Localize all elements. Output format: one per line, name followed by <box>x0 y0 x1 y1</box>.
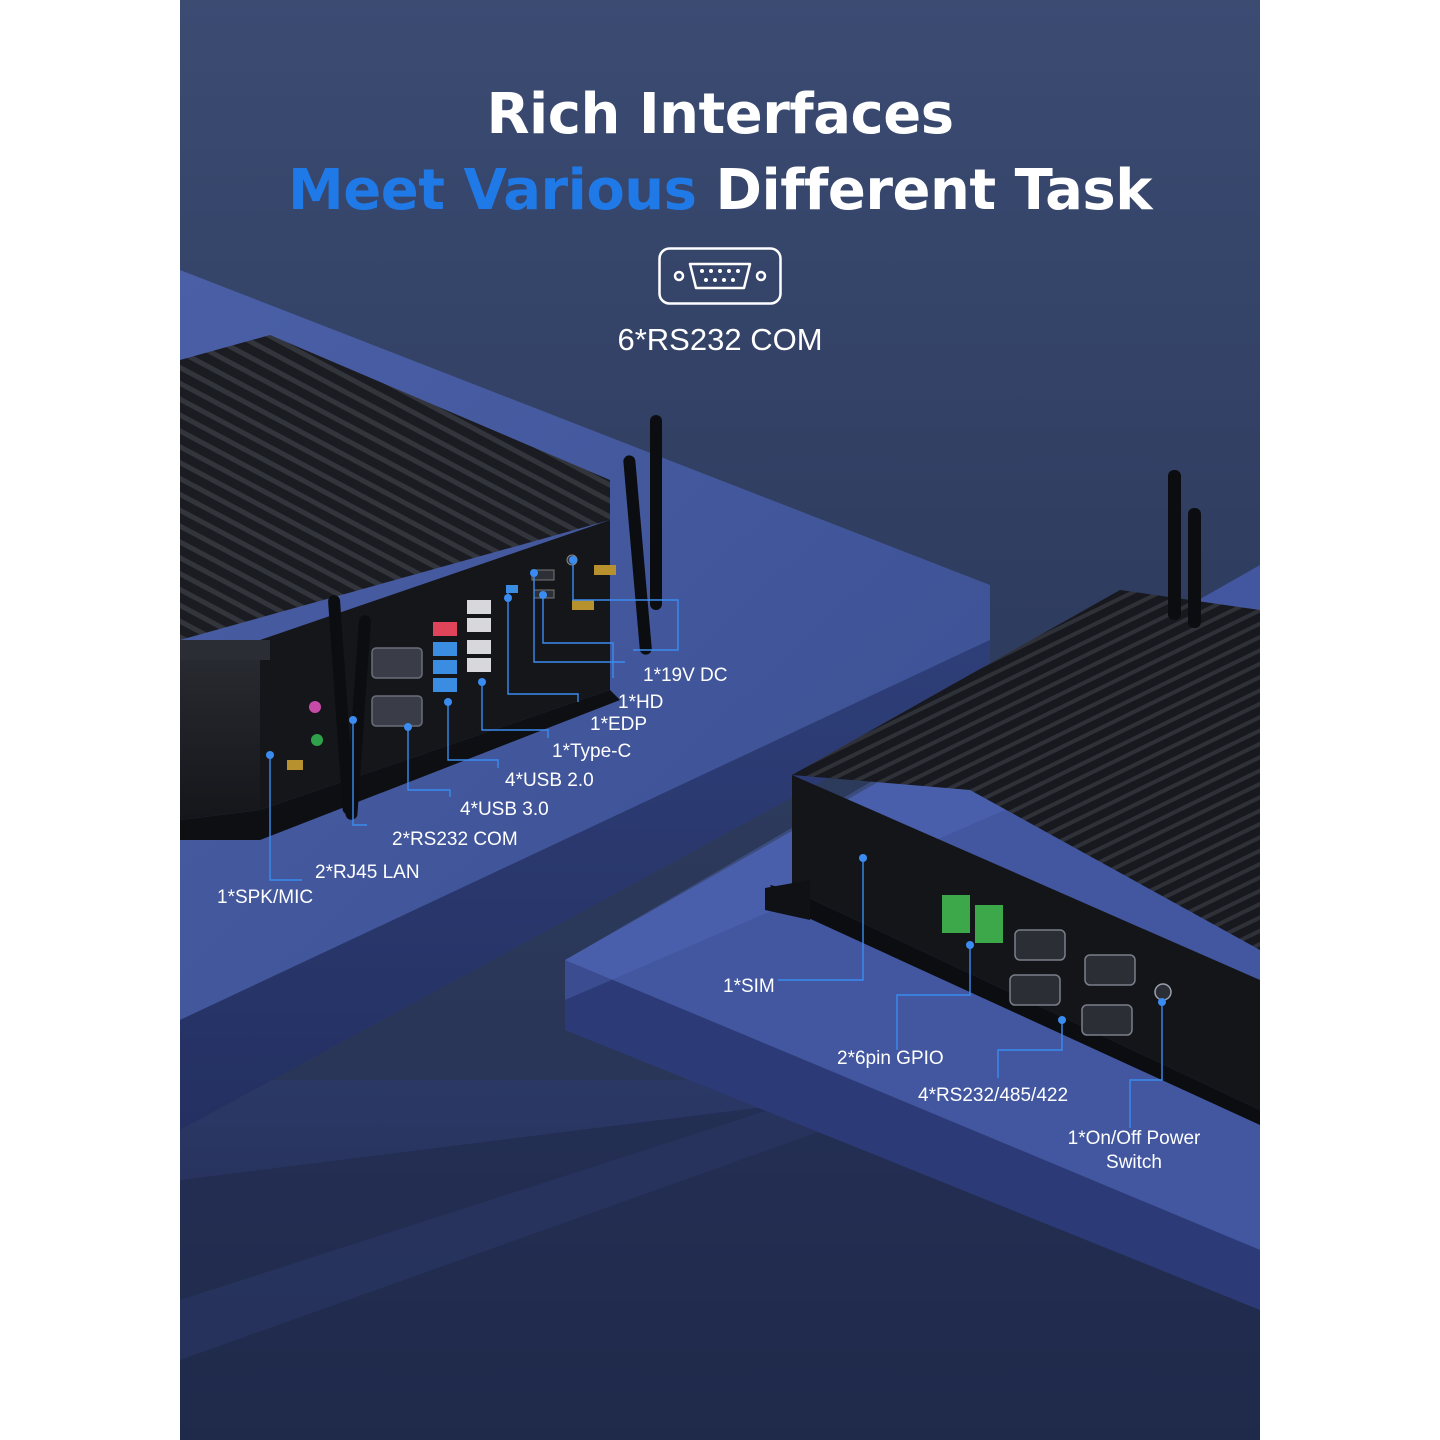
device-scene <box>180 270 1260 1440</box>
product-panel: Rich Interfaces Meet Various Different T… <box>180 0 1260 1440</box>
headline-line-2: Meet Various Different Task <box>180 158 1260 223</box>
leader-dots <box>266 556 1166 1024</box>
callout-spk-mic: 1*SPK/MIC <box>217 887 314 908</box>
floor-ridge <box>180 1100 880 1360</box>
headline-rest: Different Task <box>715 158 1153 223</box>
callout-19v-dc: 1*19V DC <box>643 665 728 686</box>
front-device <box>180 335 662 840</box>
headline-line-1: Rich Interfaces <box>486 82 954 147</box>
db9-serial-port-icon <box>658 247 782 305</box>
callout-usb-2: 4*USB 2.0 <box>505 770 594 791</box>
left-platform-front <box>180 640 990 1130</box>
callout-hd: 1*HD <box>618 692 664 713</box>
leader-lines <box>269 560 1163 1128</box>
headline-accent: Meet Various <box>288 158 697 223</box>
rear-device <box>765 470 1260 1125</box>
callout-rs232-485-422: 4*RS232/485/422 <box>918 1085 1069 1106</box>
callout-power-switch-line-2: Switch <box>1106 1152 1162 1173</box>
callout-type-c: 1*Type-C <box>552 741 632 762</box>
com-caption: 6*RS232 COM <box>617 322 823 357</box>
callout-power-switch: 1*On/Off Power Switch <box>1050 1127 1218 1175</box>
callout-power-switch-line-1: 1*On/Off Power <box>1067 1128 1201 1149</box>
callout-rs232-com: 2*RS232 COM <box>392 829 518 850</box>
callout-usb-3: 4*USB 3.0 <box>460 799 549 820</box>
callout-rj45-lan: 2*RJ45 LAN <box>315 862 420 883</box>
right-platform-front <box>565 960 1260 1310</box>
callout-gpio: 2*6pin GPIO <box>837 1048 944 1069</box>
callout-edp: 1*EDP <box>590 714 648 735</box>
callout-sim: 1*SIM <box>723 976 775 997</box>
